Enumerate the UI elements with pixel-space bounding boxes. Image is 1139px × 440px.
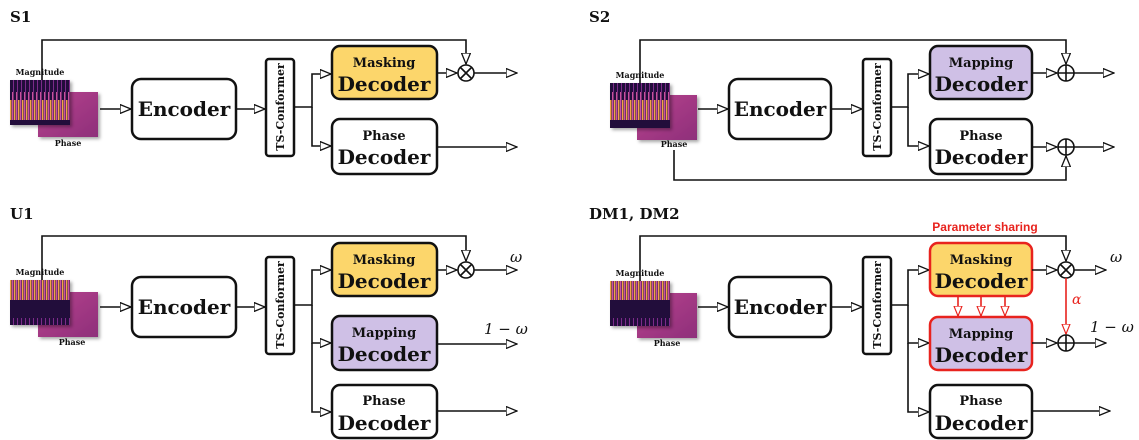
panel-dm: DM1, DM2 Parameter sharing Magnitude Pha… <box>589 205 1134 440</box>
masking-label: Masking <box>950 253 1013 268</box>
phase-label: Phase <box>55 138 82 148</box>
phase-label: Phase <box>59 337 86 347</box>
decoder-label: Decoder <box>935 72 1028 96</box>
decoder-label: Decoder <box>338 342 431 366</box>
multiply-icon <box>1057 261 1075 279</box>
arrow-to-masking <box>294 74 331 108</box>
spectrogram-input: Magnitude Phase <box>10 267 98 347</box>
decoder-label: Decoder <box>935 411 1028 435</box>
ts-conformer-label: TS-Conformer <box>871 261 884 349</box>
phase-decoder-title: Phase <box>362 129 405 144</box>
panel-title: U1 <box>10 205 34 223</box>
encoder-label: Encoder <box>734 295 827 319</box>
magnitude-spectrum-image <box>610 281 670 326</box>
arrow-to-mapping <box>891 74 929 108</box>
arrow-to-phase <box>311 343 331 412</box>
omega-label: ω <box>510 248 522 266</box>
panel-u1: U1 Magnitude Phase Encoder TS-Conformer … <box>10 205 528 440</box>
arrow-to-masking <box>891 270 929 306</box>
multiply-icon <box>457 64 475 82</box>
add-icon <box>1057 334 1075 352</box>
panel-s2: S2 Magnitude Phase Encoder TS-Conformer … <box>589 8 1114 181</box>
phase-decoder-title: Phase <box>959 394 1002 409</box>
magnitude-label: Magnitude <box>16 67 65 77</box>
one-minus-omega-label: 1 − ω <box>1090 318 1134 336</box>
multiply-icon <box>457 261 475 279</box>
magnitude-spectrum-image <box>10 280 70 325</box>
ts-conformer-label: TS-Conformer <box>274 261 287 349</box>
spectrogram-input: Magnitude Phase <box>610 268 697 348</box>
parameter-sharing-label: Parameter sharing <box>932 220 1037 234</box>
encoder-label: Encoder <box>734 97 827 121</box>
arrow-to-phase <box>907 107 929 146</box>
panel-s1: S1 Magnitude Phase Encoder TS-Conformer … <box>10 8 517 176</box>
add-icon <box>1057 138 1075 156</box>
magnitude-label: Magnitude <box>16 267 65 277</box>
phase-label: Phase <box>654 338 681 348</box>
magnitude-skip-line <box>41 235 466 280</box>
arrow-to-phase <box>907 343 929 412</box>
add-icon <box>1057 64 1075 82</box>
arrow-to-mapping <box>907 305 929 343</box>
spectrogram-input: Magnitude Phase <box>610 70 697 149</box>
decoder-label: Decoder <box>338 269 431 293</box>
decoder-label: Decoder <box>935 343 1028 367</box>
encoder-label: Encoder <box>138 295 231 319</box>
alpha-label: α <box>1072 292 1082 308</box>
arrow-to-mapping <box>311 305 331 343</box>
spectrogram-input: Magnitude Phase <box>10 67 98 148</box>
masking-label: Masking <box>353 56 416 71</box>
arrow-to-phase <box>311 107 331 146</box>
phase-decoder-title: Phase <box>959 129 1002 144</box>
encoder-label: Encoder <box>138 97 231 121</box>
mapping-label: Mapping <box>949 327 1013 342</box>
magnitude-skip-line <box>639 235 1066 281</box>
decoder-label: Decoder <box>338 145 431 169</box>
decoder-label: Decoder <box>338 72 431 96</box>
masking-label: Masking <box>353 253 416 268</box>
decoder-label: Decoder <box>935 145 1028 169</box>
mapping-label: Mapping <box>949 56 1013 71</box>
one-minus-omega-label: 1 − ω <box>484 320 528 338</box>
ts-conformer-label: TS-Conformer <box>274 63 287 151</box>
panel-title: DM1, DM2 <box>589 205 680 223</box>
decoder-label: Decoder <box>935 269 1028 293</box>
phase-skip-line <box>673 150 1066 181</box>
panel-title: S1 <box>10 8 31 26</box>
parameter-sharing-arrows <box>958 296 1005 316</box>
magnitude-skip-line <box>41 39 466 80</box>
mapping-label: Mapping <box>352 326 416 341</box>
phase-decoder-title: Phase <box>362 394 405 409</box>
panel-title: S2 <box>589 8 610 26</box>
magnitude-spectrum-image <box>610 83 670 128</box>
magnitude-spectrum-image <box>10 80 70 125</box>
omega-label: ω <box>1110 248 1122 266</box>
mapping-decoder-block <box>330 314 439 372</box>
arrow-to-masking <box>294 270 331 306</box>
magnitude-skip-line <box>639 39 1066 83</box>
ts-conformer-label: TS-Conformer <box>871 63 884 151</box>
phase-label: Phase <box>661 139 688 149</box>
decoder-label: Decoder <box>338 411 431 435</box>
